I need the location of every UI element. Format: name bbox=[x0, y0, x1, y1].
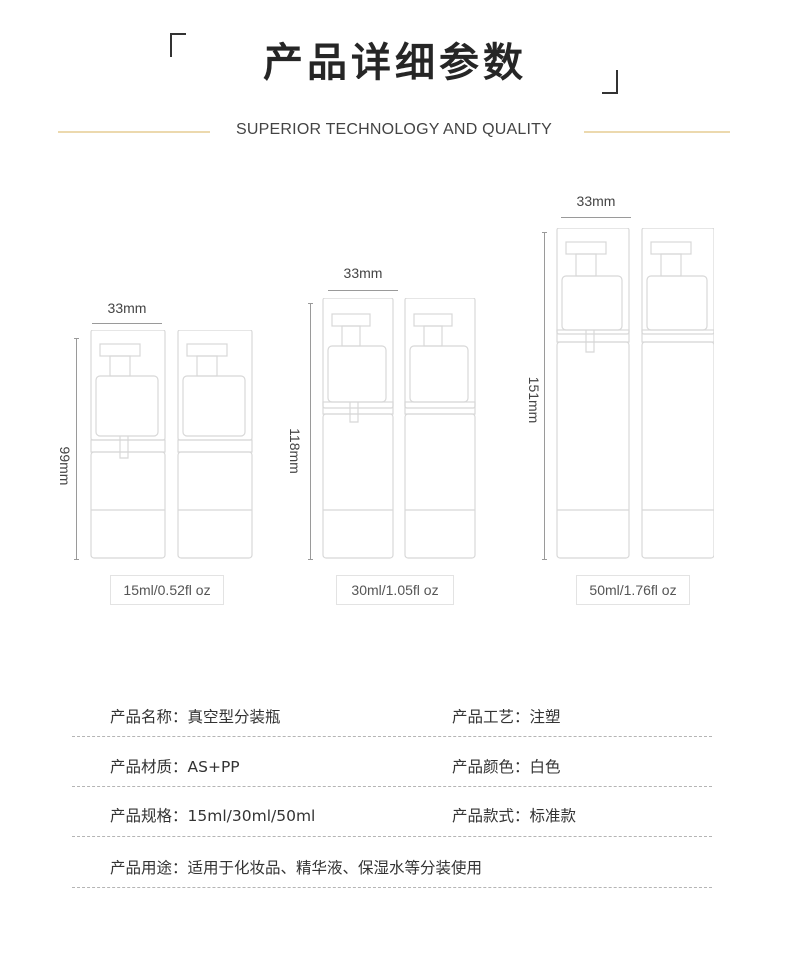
spec-label: 产品名称： bbox=[110, 708, 188, 726]
page-subtitle: SUPERIOR TECHNOLOGY AND QUALITY bbox=[236, 121, 552, 138]
height-dimension-label: 99mm bbox=[57, 446, 73, 486]
row-divider bbox=[72, 786, 712, 787]
spec-label: 产品颜色： bbox=[452, 758, 530, 776]
page-title: 产品详细参数 bbox=[263, 40, 527, 86]
spec-color: 产品颜色：白色 bbox=[452, 755, 561, 777]
spec-value: 注塑 bbox=[529, 708, 561, 726]
spec-material: 产品材质：AS+PP bbox=[110, 755, 240, 777]
spec-value: 标准款 bbox=[529, 807, 577, 825]
spec-product-name: 产品名称：真空型分装瓶 bbox=[110, 705, 281, 727]
height-tick-top bbox=[542, 232, 547, 233]
spec-value: 适用于化妆品、精华液、保湿水等分装使用 bbox=[187, 859, 483, 877]
spec-label: 产品工艺： bbox=[452, 708, 530, 726]
height-dimension-label: 118mm bbox=[287, 428, 303, 474]
spec-value: 白色 bbox=[529, 758, 561, 776]
row-divider bbox=[72, 736, 712, 737]
bottle-illustration-15ml bbox=[90, 330, 253, 559]
bracket-top-left bbox=[170, 33, 186, 57]
spec-value: 真空型分装瓶 bbox=[187, 708, 281, 726]
width-dimension-label: 33mm bbox=[343, 265, 383, 281]
bottle-illustration-50ml bbox=[556, 228, 714, 559]
spec-value: AS+PP bbox=[187, 758, 240, 776]
width-dimension-label: 33mm bbox=[107, 300, 147, 316]
capacity-label: 15ml/0.52fl oz bbox=[110, 575, 224, 605]
height-tick-bottom bbox=[542, 559, 547, 560]
accent-line-left bbox=[58, 131, 210, 133]
bracket-bottom-right bbox=[602, 70, 618, 94]
width-dimension-label: 33mm bbox=[576, 193, 616, 209]
row-divider bbox=[72, 887, 712, 888]
height-dimension-line bbox=[76, 338, 77, 560]
accent-line-right bbox=[584, 131, 730, 133]
spec-label: 产品用途： bbox=[110, 859, 188, 877]
row-divider bbox=[72, 836, 712, 837]
height-dimension-label: 151mm bbox=[526, 376, 542, 424]
height-tick-top bbox=[74, 338, 79, 339]
height-dimension-line bbox=[310, 303, 311, 560]
width-dimension-line bbox=[92, 323, 162, 324]
spec-label: 产品规格： bbox=[110, 807, 188, 825]
height-dimension-line bbox=[544, 232, 545, 560]
height-tick-top bbox=[308, 303, 313, 304]
height-tick-bottom bbox=[308, 559, 313, 560]
spec-style: 产品款式：标准款 bbox=[452, 804, 576, 826]
spec-process: 产品工艺：注塑 bbox=[452, 705, 561, 727]
bottle-illustration-30ml bbox=[322, 298, 476, 559]
width-dimension-line bbox=[561, 217, 631, 218]
height-tick-bottom bbox=[74, 559, 79, 560]
spec-value: 15ml/30ml/50ml bbox=[187, 807, 316, 825]
spec-label: 产品材质： bbox=[110, 758, 188, 776]
spec-size: 产品规格：15ml/30ml/50ml bbox=[110, 804, 315, 826]
spec-label: 产品款式： bbox=[452, 807, 530, 825]
capacity-label: 30ml/1.05fl oz bbox=[336, 575, 454, 605]
spec-usage: 产品用途：适用于化妆品、精华液、保湿水等分装使用 bbox=[110, 856, 482, 878]
capacity-label: 50ml/1.76fl oz bbox=[576, 575, 690, 605]
width-dimension-line bbox=[328, 290, 398, 291]
